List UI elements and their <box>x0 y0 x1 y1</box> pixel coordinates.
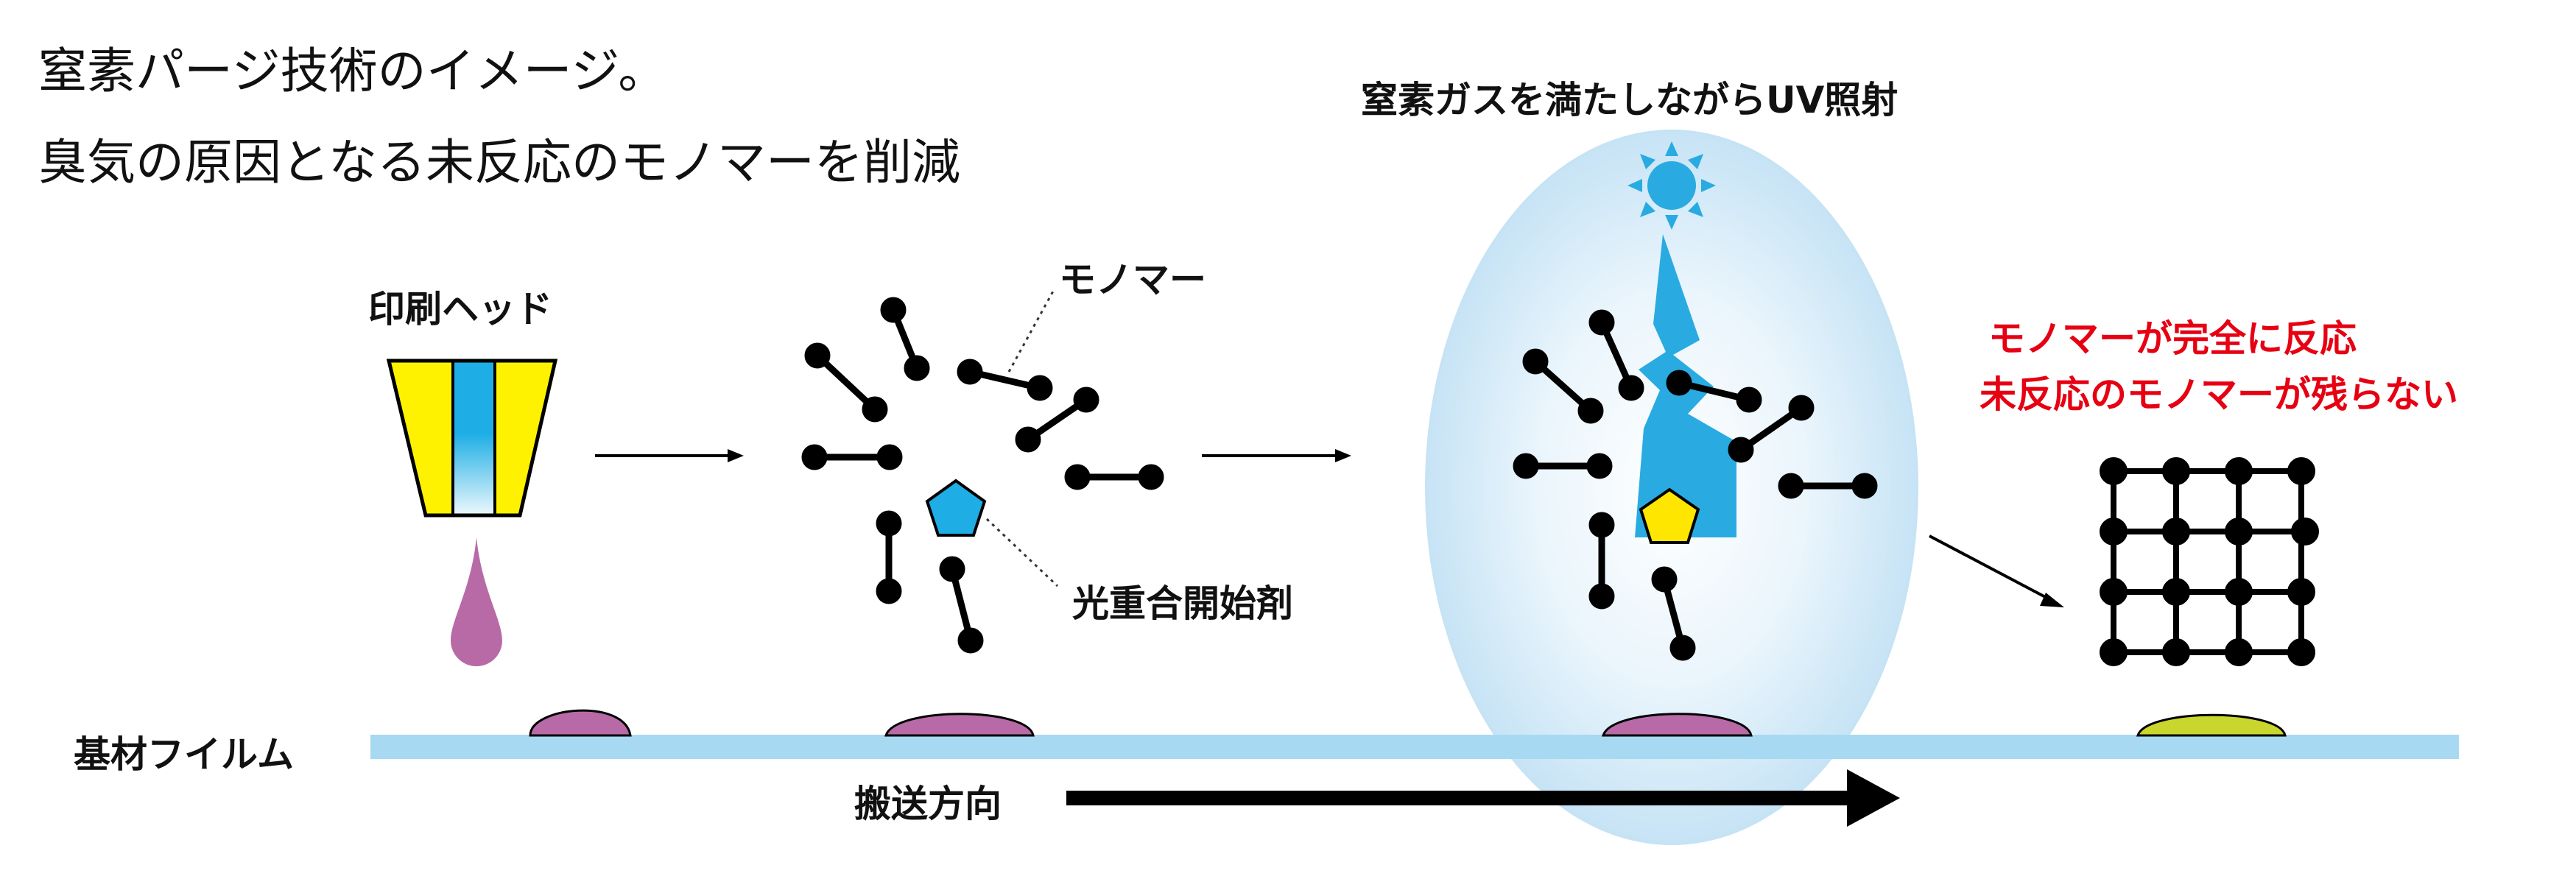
print-head <box>386 359 558 518</box>
monomer-cluster-2 <box>1513 309 1878 661</box>
ink-droplet-film-1 <box>529 709 632 737</box>
falling-ink-droplet <box>451 537 502 666</box>
ink-droplet-film-3 <box>1601 713 1753 737</box>
ink-droplet-film-2 <box>884 713 1035 737</box>
cured-droplet-film <box>2136 713 2287 737</box>
nitrogen-uv-label: 窒素ガスを満たしながらUV照射 <box>1361 79 1898 121</box>
process-arrow-3 <box>1929 534 2064 607</box>
result-label-line-1: モノマーが完全に反応 <box>1988 317 2357 360</box>
substrate-film <box>370 735 2459 759</box>
polymer-network <box>2100 457 2319 666</box>
caption-line-2: 臭気の原因となる未反応のモノマーを削減 <box>38 134 961 191</box>
photoinitiator-pentagon <box>925 479 987 537</box>
photoinitiator-label: 光重合開始剤 <box>1072 582 1293 625</box>
print-head-label: 印刷ヘッド <box>368 288 552 331</box>
result-label-line-2: 未反応のモノマーが残らない <box>1979 373 2458 416</box>
photoinitiator-leader-line <box>985 518 1059 587</box>
monomer-cluster-1 <box>801 297 1164 654</box>
monomer-leader-line <box>1007 288 1056 373</box>
sun-icon <box>1627 141 1716 230</box>
monomer-label: モノマー <box>1059 258 1206 301</box>
activated-photoinitiator <box>1639 487 1700 544</box>
transport-direction-arrow <box>1066 769 1900 827</box>
caption-line-1: 窒素パージ技術のイメージ。 <box>38 43 667 99</box>
process-arrow-2 <box>1202 449 1351 462</box>
process-arrow-1 <box>595 449 744 462</box>
substrate-film-label: 基材フイルム <box>74 733 294 776</box>
transport-direction-label: 搬送方向 <box>854 783 1002 825</box>
